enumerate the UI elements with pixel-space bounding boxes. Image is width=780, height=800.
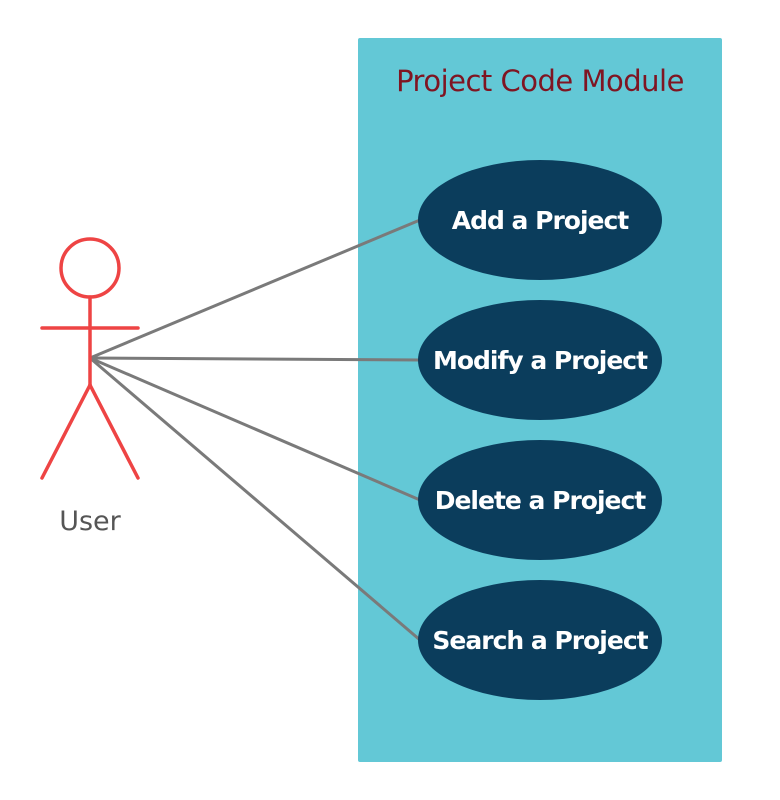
actor-left-leg	[40, 383, 92, 480]
actor-stick-figure	[40, 237, 140, 480]
association-line-delete	[89, 356, 421, 502]
association-line-modify	[89, 356, 421, 362]
usecase-label: Delete a Project	[434, 485, 647, 515]
usecase-delete-project[interactable]: Delete a Project	[418, 440, 662, 560]
usecase-add-project[interactable]: Add a Project	[418, 160, 662, 280]
association-line-search	[89, 356, 421, 642]
actor-right-leg	[88, 383, 140, 480]
usecase-label: Search a Project	[432, 625, 648, 655]
usecase-label: Modify a Project	[432, 345, 648, 375]
association-line-add	[89, 218, 421, 360]
system-title: Project Code Module	[396, 64, 684, 98]
usecase-modify-project[interactable]: Modify a Project	[418, 300, 662, 420]
actor-label: User	[59, 506, 121, 537]
usecase-search-project[interactable]: Search a Project	[418, 580, 662, 700]
usecase-label: Add a Project	[451, 205, 630, 235]
actor-head	[59, 237, 121, 299]
